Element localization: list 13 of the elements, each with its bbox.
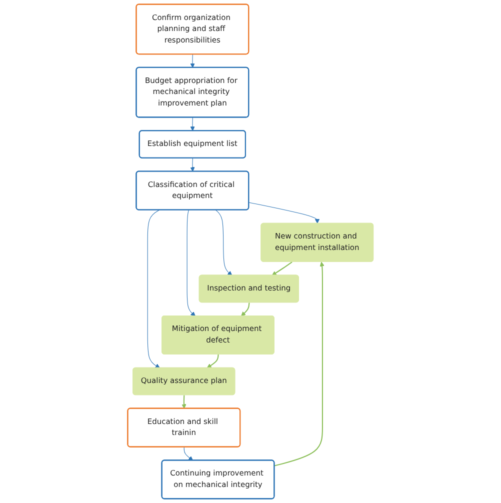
arrow — [190, 158, 195, 172]
arrow — [206, 354, 219, 368]
arrow — [248, 202, 320, 224]
arrow — [240, 302, 250, 316]
arrow — [184, 446, 194, 461]
arrow — [186, 210, 196, 316]
arrow — [274, 262, 324, 466]
arrow — [190, 117, 195, 132]
arrow — [272, 262, 292, 276]
arrow — [190, 54, 195, 68]
arrow — [215, 210, 232, 276]
arrow — [182, 395, 186, 409]
arrow — [147, 210, 160, 368]
